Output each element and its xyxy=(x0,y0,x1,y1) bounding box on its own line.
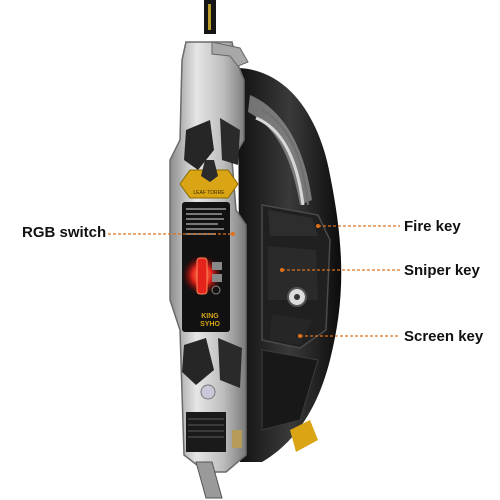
brand-badge: LEAF TORRE xyxy=(179,160,239,199)
rgb-switch-label: RGB switch xyxy=(22,224,107,241)
fire-key-label: Fire key xyxy=(404,218,461,235)
fire-key-button xyxy=(268,210,318,236)
sniper-key-label: Sniper key xyxy=(404,262,480,279)
screen-key-label: Screen key xyxy=(404,328,484,345)
sniper-key-button xyxy=(268,246,318,300)
spec-sticker: KING SYHO xyxy=(182,202,230,332)
badge-text: LEAF TORRE xyxy=(193,190,225,196)
brand-line-2: SYHO xyxy=(200,321,220,328)
callout-lines xyxy=(108,224,400,338)
cable xyxy=(204,0,216,34)
dpi-button xyxy=(200,384,216,400)
bottom-vents xyxy=(186,412,242,499)
rgb-switch xyxy=(196,257,208,295)
side-button-panel xyxy=(261,204,331,452)
brand-line-1: KING xyxy=(201,313,219,320)
